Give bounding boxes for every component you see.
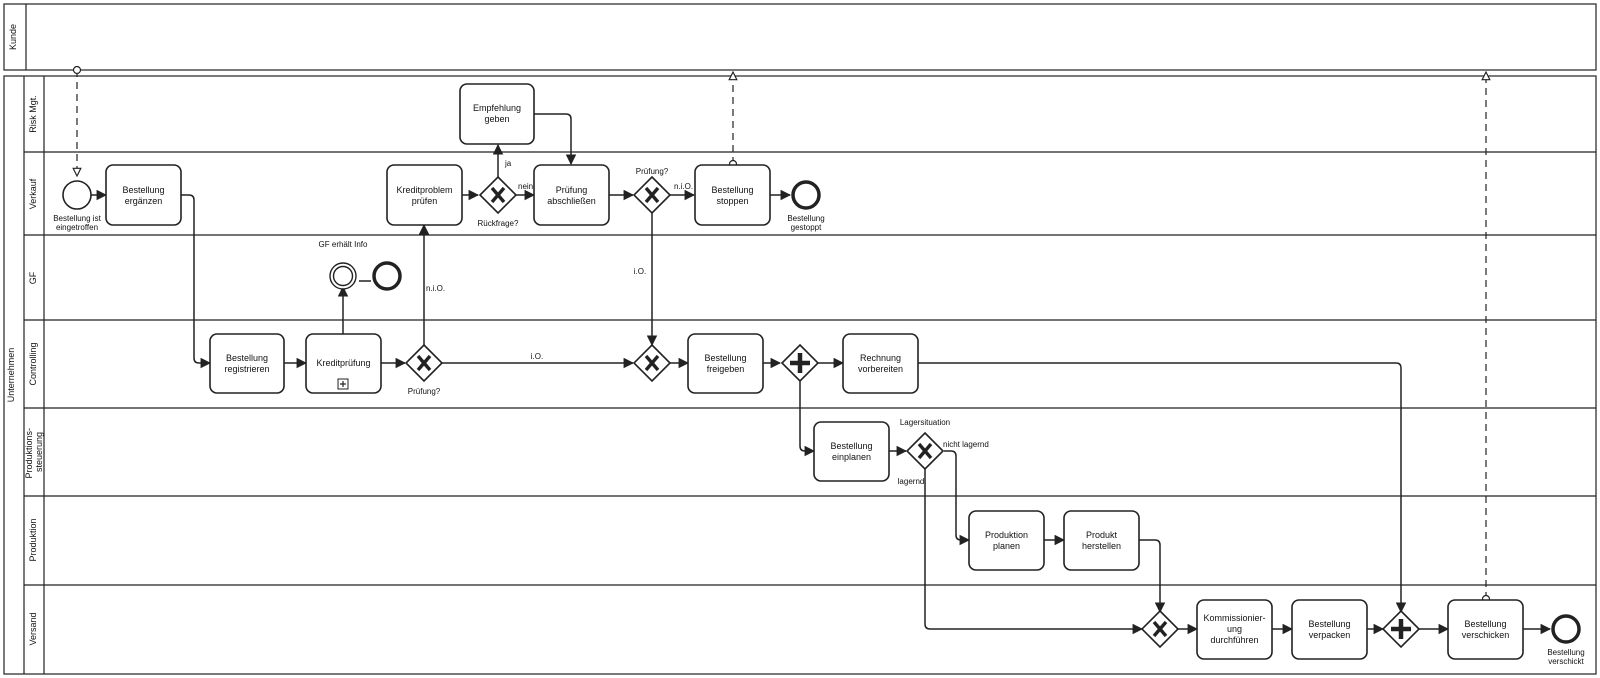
task-produktion-planen: Produktion planen [968,510,1045,571]
svg-text:durchführen: durchführen [1210,635,1258,645]
gateway-rueckfrage [478,175,518,215]
gateway-merge-controlling [632,343,672,383]
svg-text:eingetroffen: eingetroffen [56,223,98,232]
task-bestellung-ergaenzen: Bestellung ergänzen [105,164,182,226]
task-produkt-herstellen: Produkt herstellen [1063,510,1140,571]
svg-text:ung: ung [1227,624,1242,634]
task-kreditpruefung: Kreditprüfung [305,333,382,394]
task-bestellung-verschicken: Bestellung verschicken [1447,599,1524,660]
lane-controlling-label: Controlling [28,342,38,385]
gateway-label-lagersituation: Lagersituation [900,418,950,427]
svg-text:Produktion: Produktion [985,530,1028,540]
svg-text:abschließen: abschließen [547,196,596,206]
pool-unternehmen-label: Unternehmen [6,348,16,403]
flow-label-lagernd: lagernd [898,477,925,486]
svg-text:Bestellung: Bestellung [1464,619,1506,629]
task-bestellung-registrieren: Bestellung registrieren [209,333,285,394]
gateway-merge-versand [1140,609,1180,649]
svg-text:GF erhält Info: GF erhält Info [319,240,368,249]
svg-text:Rechnung: Rechnung [860,353,901,363]
message-flows [74,65,1490,604]
end-event-gf [372,261,402,291]
svg-text:herstellen: herstellen [1082,541,1121,551]
svg-text:ergänzen: ergänzen [125,196,163,206]
svg-text:Bestellung: Bestellung [704,353,746,363]
svg-text:Bestellung: Bestellung [1308,619,1350,629]
subprocess-marker-icon [337,378,349,390]
svg-text:Bestellung: Bestellung [226,353,268,363]
task-rechnung-vorbereiten: Rechnung vorbereiten [842,333,919,394]
svg-text:verschickt: verschickt [1548,657,1584,666]
gateway-pruefung-controlling [404,343,444,383]
task-empfehlung-geben: Empfehlung geben [459,83,535,145]
gateway-label-rueckfrage: Rückfrage? [478,219,519,228]
lane-gf-label: GF [28,271,38,284]
lane-verkauf-label: Verkauf [28,178,38,209]
svg-text:Prüfung: Prüfung [556,185,588,195]
gateway-parallel-split [780,343,820,383]
flow-label-io-verkauf: i.O. [634,267,646,276]
gateway-parallel-join [1381,609,1421,649]
flow-label-nio-controlling: n.i.O. [426,284,445,293]
task-bestellung-freigeben: Bestellung freigeben [687,333,764,394]
lane-versand-label: Versand [28,612,38,645]
flow-label-io-controlling: i.O. [531,352,543,361]
pool-kunde-label: Kunde [8,24,18,50]
task-bestellung-verpacken: Bestellung verpacken [1291,599,1368,660]
lane-produktionssteuerung-label: Produktions- steuerung [24,425,44,478]
svg-text:einplanen: einplanen [832,452,871,462]
gateway-label-pruefung-controlling: Prüfung? [408,387,441,396]
svg-text:Kommissionier-: Kommissionier- [1203,613,1265,623]
svg-text:gestoppt: gestoppt [791,223,822,232]
svg-text:vorbereiten: vorbereiten [858,364,903,374]
svg-text:registrieren: registrieren [224,364,269,374]
task-bestellung-einplanen: Bestellung einplanen [813,421,890,482]
svg-text:Bestellung: Bestellung [787,214,824,223]
flow-label-nio-verkauf: n.i.O. [674,182,693,191]
svg-text:Bestellung: Bestellung [711,185,753,195]
task-pruefung-abschliessen: Prüfung abschließen [533,164,610,226]
svg-text:Kreditproblem: Kreditproblem [396,185,452,195]
sequence-flows [91,113,1552,635]
task-kreditproblem-pruefen: Kreditproblem prüfen [386,164,463,226]
svg-text:verpacken: verpacken [1309,630,1351,640]
intermediate-event-gf-info: GF erhält Info [319,240,368,290]
gateway-lagersituation [905,431,945,471]
start-event-bestellung-eingetroffen: Bestellung ist eingetroffen [53,180,102,232]
gateway-label-pruefung-verkauf: Prüfung? [636,167,669,176]
svg-text:Empfehlung: Empfehlung [473,103,521,113]
lane-risk-label: Risk Mgt. [28,95,38,133]
svg-text:Bestellung ist: Bestellung ist [53,214,101,223]
flow-label-nicht-lagernd: nicht lagernd [943,440,989,449]
svg-text:prüfen: prüfen [412,196,438,206]
svg-text:Bestellung: Bestellung [1547,648,1584,657]
svg-text:Kreditprüfung: Kreditprüfung [316,358,370,368]
gateway-pruefung-verkauf [632,175,672,215]
end-event-bestellung-gestoppt: Bestellung gestoppt [787,180,825,232]
svg-text:Produkt: Produkt [1086,530,1118,540]
svg-text:stoppen: stoppen [716,196,748,206]
svg-text:Bestellung: Bestellung [122,185,164,195]
svg-text:planen: planen [993,541,1020,551]
flow-label-ja: ja [504,159,512,168]
task-bestellung-stoppen: Bestellung stoppen [694,164,771,226]
svg-text:verschicken: verschicken [1462,630,1510,640]
end-event-bestellung-verschickt: Bestellung verschickt [1547,614,1585,666]
pool-kunde: Kunde [3,3,1597,71]
lane-produktion-label: Produktion [28,518,38,561]
svg-text:freigeben: freigeben [707,364,745,374]
svg-text:Bestellung: Bestellung [830,441,872,451]
svg-text:geben: geben [484,114,509,124]
task-kommissionierung-durchfuehren: Kommissionier- ung durchführen [1196,599,1273,660]
flow-label-nein: nein [518,182,533,191]
